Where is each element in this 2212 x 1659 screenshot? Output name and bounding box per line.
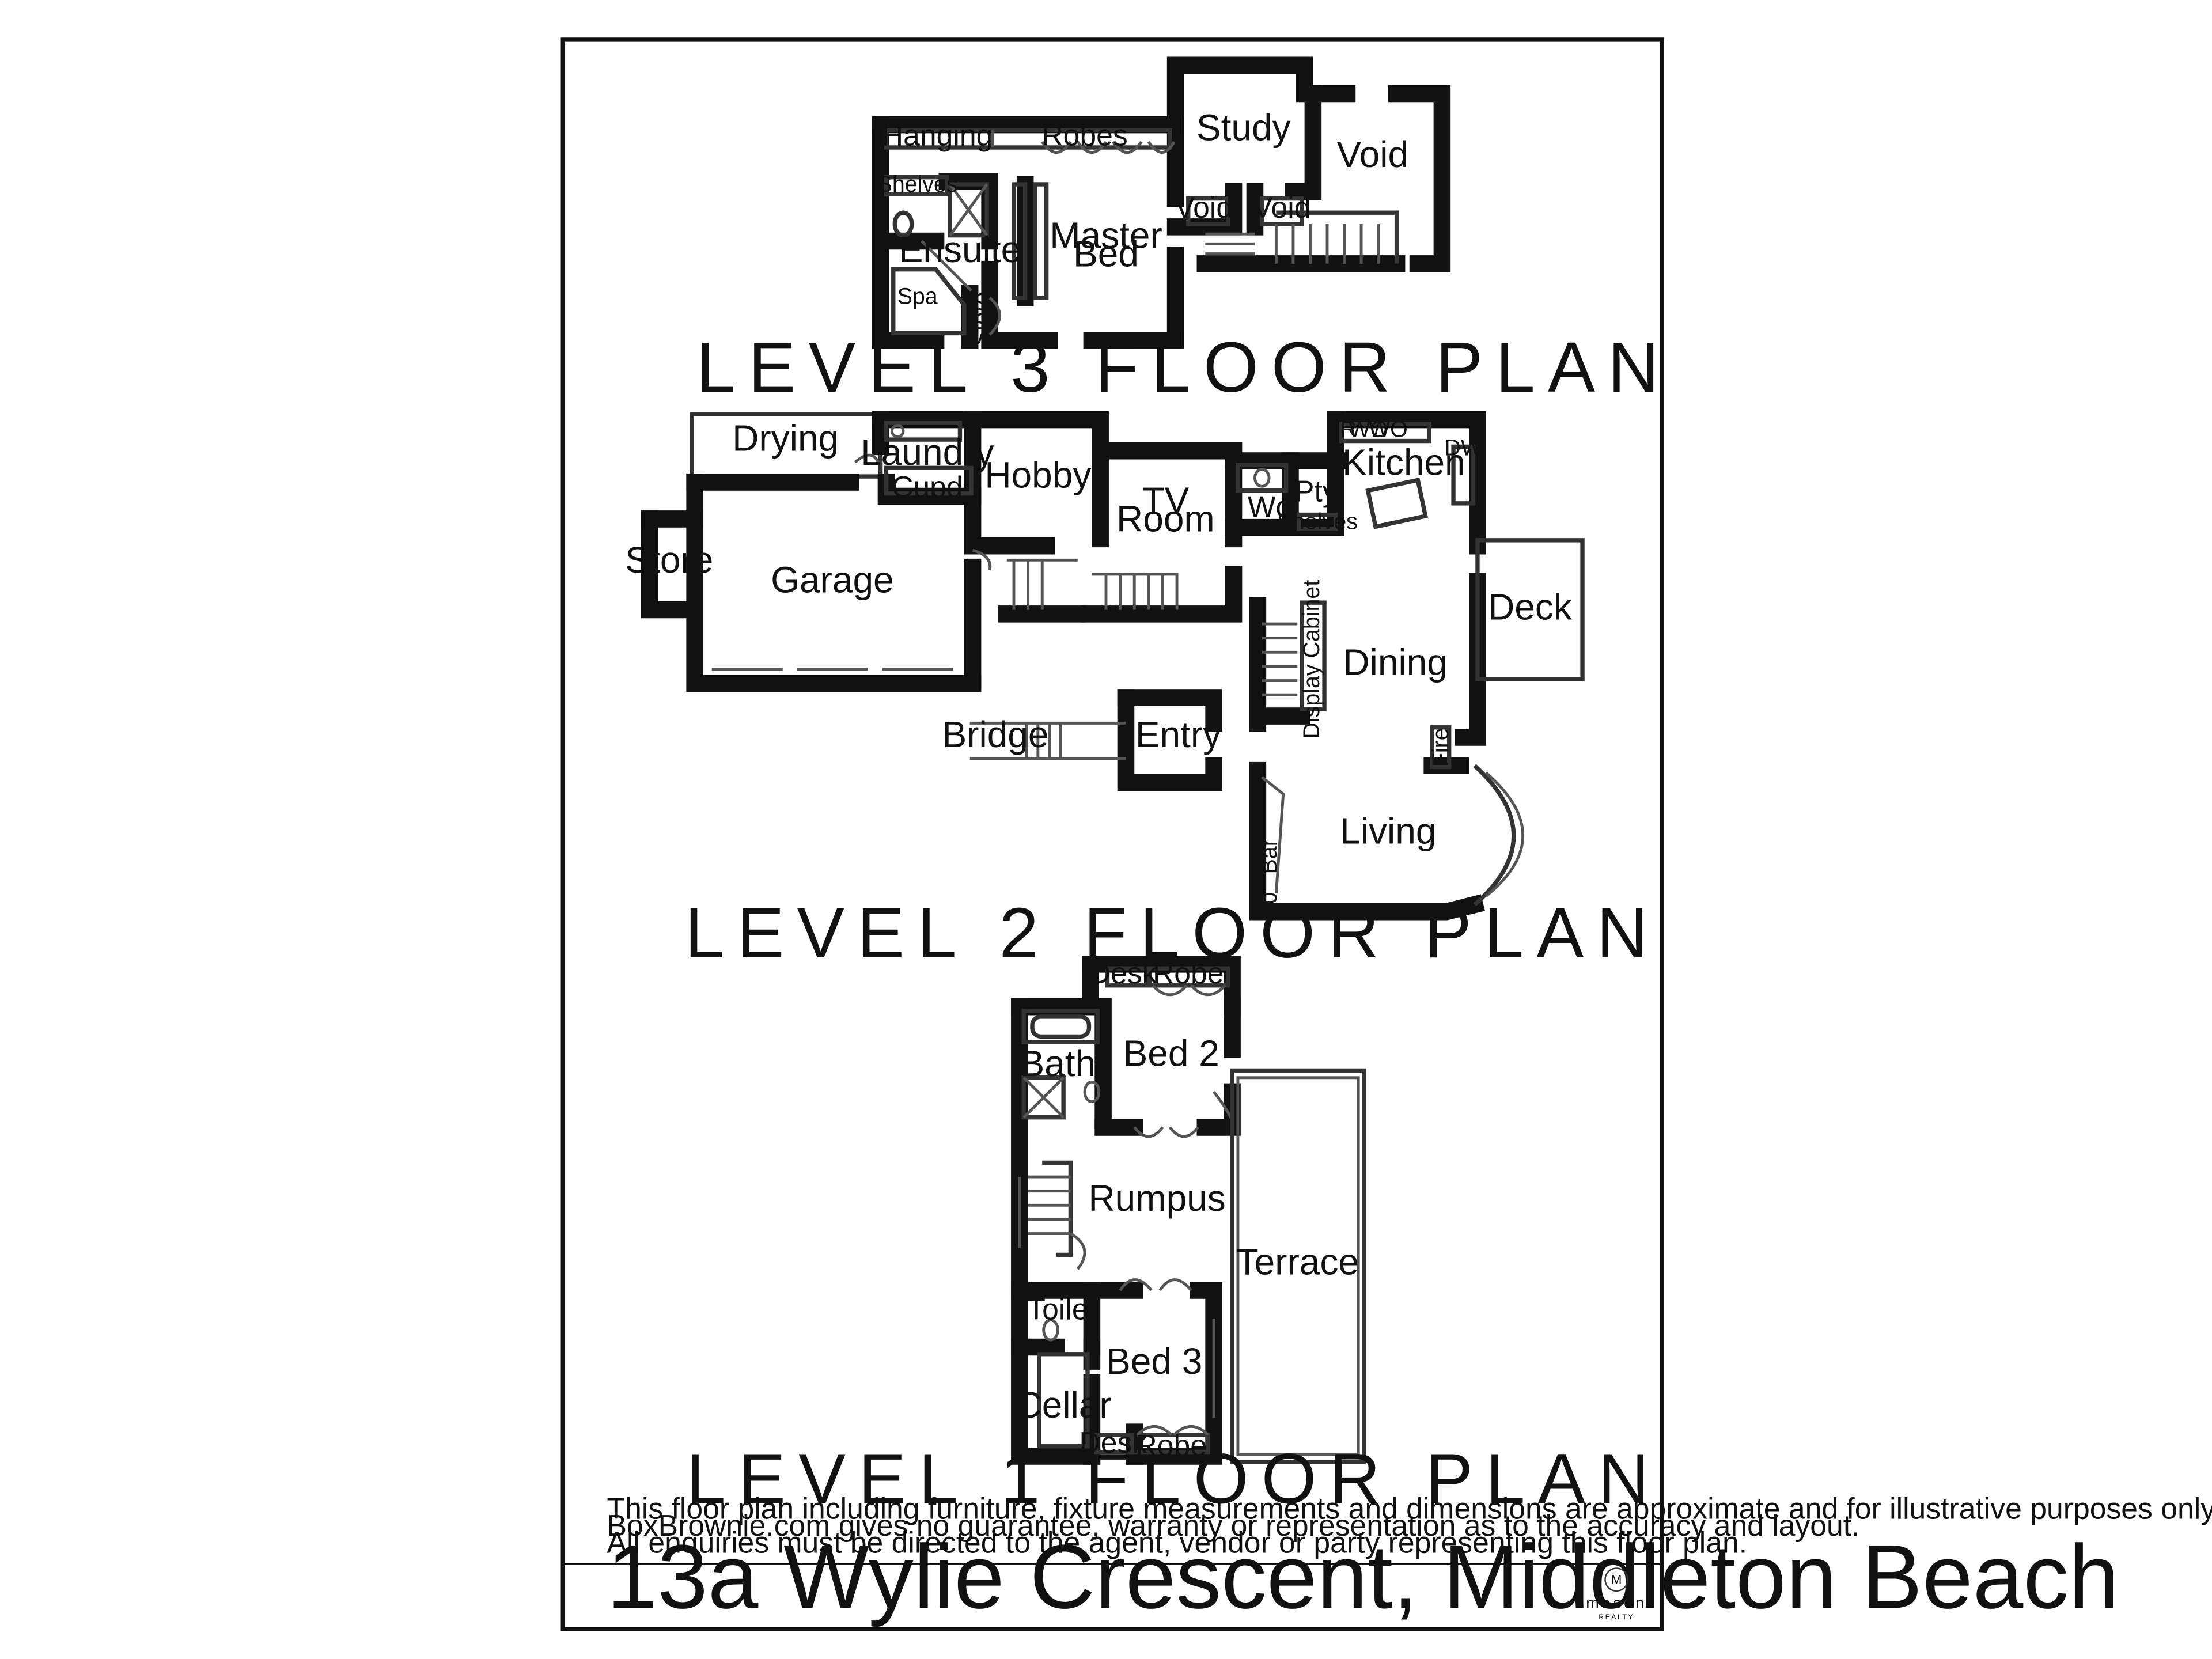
room-pty: Pty: [1294, 474, 1338, 507]
room-drying: Drying: [732, 417, 839, 459]
disclaimer: This floor plan including furniture, fix…: [607, 1491, 2212, 1559]
room-store: Store: [968, 292, 994, 346]
level-2-plan: Drying Laundry Cupd Hobby TV Room Wc Pty…: [625, 411, 1647, 973]
room-bed-3: Bed 3: [1106, 1340, 1202, 1382]
room-terrace: Terrace: [1236, 1241, 1359, 1283]
room-spa: Spa: [897, 283, 938, 309]
room-dining: Dining: [1343, 641, 1447, 683]
room-void-a: Void: [1175, 191, 1233, 224]
room-hobby: Hobby: [984, 454, 1091, 495]
room-void-b: Void: [1253, 191, 1311, 224]
room-robe-top: Robe: [1153, 956, 1224, 990]
room-living: Living: [1340, 810, 1436, 851]
room-kitchen: Kitchen: [1342, 441, 1465, 483]
room-rumpus: Rumpus: [1088, 1177, 1225, 1219]
room-deck: Deck: [1488, 586, 1573, 627]
room-wc: Wc: [1248, 490, 1291, 523]
label-bar: Bar: [1256, 839, 1282, 874]
sheet-border: [560, 37, 1664, 1631]
room-entry: Entry: [1135, 714, 1221, 755]
room-cupd: Cupd: [892, 470, 963, 503]
level-3-title: LEVEL 3 FLOOR PLAN: [696, 328, 1672, 407]
level-1-fixtures: [1018, 966, 1366, 1464]
level-3-fixtures: [884, 128, 1399, 336]
room-desk-top: Desk: [1089, 956, 1157, 990]
level-2-fixtures: [711, 420, 1525, 907]
label-wo-2: WO: [1369, 417, 1408, 442]
disclaimer-line-2: BoxBrownie.com gives no guarantee, warra…: [607, 1509, 1860, 1542]
room-tv-line2: Room: [1116, 498, 1215, 540]
level-3-labels: Hanging Robes Study Void Shelves Ensuite…: [696, 107, 1672, 407]
label-r-top: R: [1340, 417, 1357, 442]
label-dw: DW: [1445, 435, 1483, 461]
room-void-main: Void: [1336, 134, 1408, 175]
level-1-labels: Desk Robe Bath Bed 2 Rumpus Terrace Toil…: [686, 956, 1662, 1519]
label-r-bottom: R: [1262, 889, 1278, 914]
logo-letter: M: [1611, 1573, 1622, 1587]
logo-name: mason: [1586, 1593, 1647, 1611]
disclaimer-line-3: All enquiries must be directed to the ag…: [607, 1525, 1748, 1559]
level-3-walls: [872, 56, 1451, 349]
room-robes: Robes: [1041, 118, 1127, 151]
room-bed-2: Bed 2: [1123, 1033, 1219, 1074]
logo-sub: REALTY: [1599, 1613, 1634, 1621]
agency-logo: M mason REALTY: [1586, 1567, 1647, 1621]
room-master-line2: Bed: [1073, 233, 1139, 274]
room-store-2: Store: [625, 539, 713, 581]
room-garage: Garage: [771, 559, 893, 601]
room-bath: Bath: [1020, 1043, 1096, 1084]
room-ensuite: Ensuite: [899, 229, 1021, 270]
room-cellar: Cellar: [1016, 1384, 1112, 1426]
room-robe-bottom: Robe: [1135, 1429, 1207, 1462]
room-toilet: Toilet: [1027, 1293, 1097, 1326]
room-laundry: Laundry: [861, 431, 994, 473]
room-desk-bottom: Desk: [1079, 1426, 1147, 1459]
room-shelves: Shelves: [877, 172, 958, 197]
label-fire: Fire: [1428, 728, 1453, 767]
room-tv-line1: TV: [1142, 480, 1189, 521]
disclaimer-line-1: This floor plan including furniture, fix…: [607, 1491, 2212, 1525]
level-1-plan: Desk Robe Bath Bed 2 Rumpus Terrace Toil…: [686, 956, 1662, 1519]
room-bridge: Bridge: [942, 714, 1049, 755]
label-wo-1: WO: [1349, 417, 1388, 442]
property-address: 13a Wylie Crescent, Middleton Beach: [607, 1526, 2119, 1627]
level-1-title: LEVEL 1 FLOOR PLAN: [686, 1440, 1662, 1519]
room-shelves-2: Shelves: [1277, 509, 1358, 535]
room-hanging: Hanging: [882, 118, 993, 151]
level-3-plan: Hanging Robes Study Void Shelves Ensuite…: [696, 56, 1672, 407]
room-master-line1: Master: [1050, 214, 1162, 256]
room-study: Study: [1196, 107, 1291, 148]
label-display-cabinet: Display Cabinet: [1299, 580, 1324, 739]
